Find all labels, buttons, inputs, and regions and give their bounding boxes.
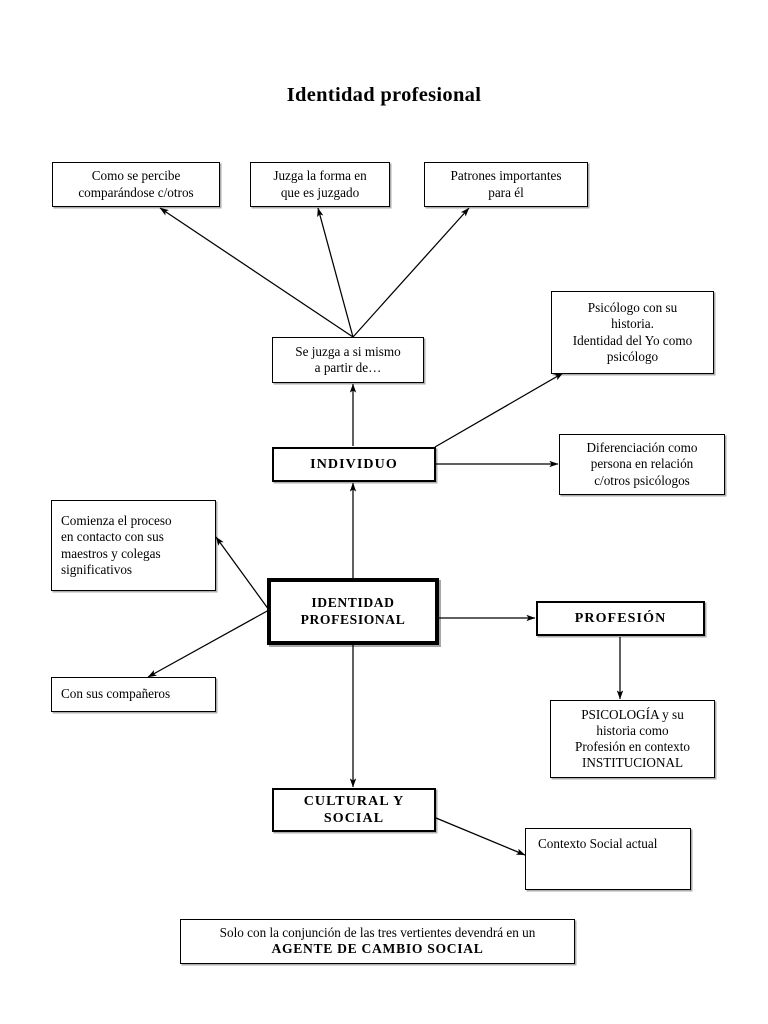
- node-profesion[interactable]: PROFESIÓN: [536, 601, 705, 636]
- node-patrones-importantes[interactable]: Patrones importantes para él: [424, 162, 588, 207]
- node-psicologia-y-su-historia[interactable]: PSICOLOGÍA y su historia como Profesión …: [550, 700, 715, 778]
- edge-hub-to-companeros: [147, 609, 270, 678]
- edge-hub-to-comienza: [215, 536, 270, 611]
- page-title: Identidad profesional: [286, 84, 482, 106]
- caption-line-1: Solo con la conjunción de las tres verti…: [219, 925, 536, 941]
- node-se-juzga-a-si-mismo[interactable]: Se juzga a si mismo a partir de…: [272, 337, 424, 383]
- edge-sejuzga-to-juzgalaforma: [317, 207, 354, 338]
- node-identidad-profesional[interactable]: IDENTIDAD PROFESIONAL: [267, 578, 439, 645]
- edge-sejuzga-to-comosepercibe: [159, 207, 354, 338]
- node-individuo[interactable]: INDIVIDUO: [272, 447, 436, 482]
- edge-individuo-to-psicologo: [434, 372, 564, 448]
- node-contexto-social-actual[interactable]: Contexto Social actual: [525, 828, 691, 890]
- node-diferenciacion[interactable]: Diferenciación como persona en relación …: [559, 434, 725, 495]
- node-con-sus-companeros[interactable]: Con sus compañeros: [51, 677, 216, 712]
- node-comienza-el-proceso[interactable]: Comienza el proceso en contacto con sus …: [51, 500, 216, 591]
- caption-line-2: AGENTE DE CAMBIO SOCIAL: [271, 941, 484, 957]
- node-cultural-y-social[interactable]: CULTURAL Y SOCIAL: [272, 788, 436, 832]
- node-psicologo-con-su-historia[interactable]: Psicólogo con su historia. Identidad del…: [551, 291, 714, 374]
- node-como-se-percibe[interactable]: Como se percibe comparándose c/otros: [52, 162, 220, 207]
- node-juzga-la-forma[interactable]: Juzga la forma en que es juzgado: [250, 162, 390, 207]
- node-agente-de-cambio-social[interactable]: Solo con la conjunción de las tres verti…: [180, 919, 575, 964]
- edge-sejuzga-to-patrones: [352, 207, 470, 338]
- edge-cultural-to-contexto: [435, 817, 526, 856]
